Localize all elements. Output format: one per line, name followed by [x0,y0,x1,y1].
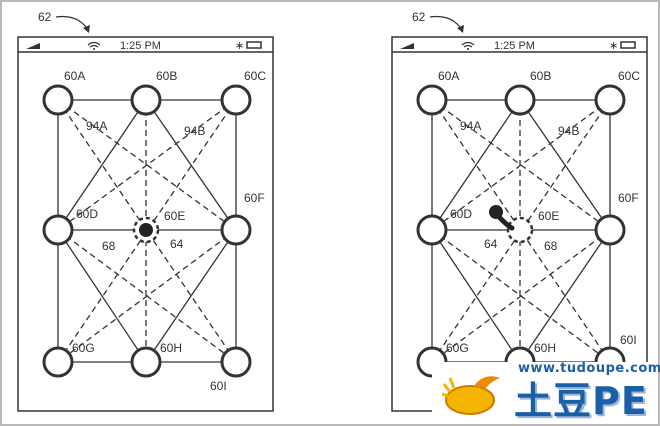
watermark-url: www.tudoupe.com [518,361,660,376]
watermark-brand: 土豆PE [514,379,648,423]
node-60a [416,84,448,116]
path-label-94b: 94B [558,124,579,138]
wifi-dot [93,48,95,50]
label-64: 64 [170,237,184,251]
node-60f [220,214,252,246]
node-label: 60I [620,333,637,347]
touch-node-60e [506,216,534,244]
solid-path-line [145,99,237,231]
figure-ref-label: 62 [412,10,426,24]
solid-path-line [431,229,521,363]
node-label: 60F [244,191,265,205]
finger-icon [497,215,515,231]
solid-path-line [519,229,611,363]
dashed-path-line [57,99,237,363]
label-68: 68 [544,239,558,253]
node-60d [42,214,74,246]
node-label: 60F [618,191,639,205]
path-label-94a: 94A [86,119,107,133]
node-60g [42,346,74,378]
node-label: 60B [530,69,551,83]
node-label: 60I [210,379,227,393]
node-label: 60G [446,341,469,355]
solid-path-line [519,99,611,231]
solid-path-line [431,99,521,231]
node-label: 60C [244,69,266,83]
node-60b [130,84,162,116]
dashed-path-line [431,229,611,363]
node-60b [504,84,536,116]
solid-path-line [57,229,147,363]
node-label: 60D [76,207,98,221]
solid-path-line [145,229,237,363]
dashed-path-line [431,99,611,231]
bluetooth-icon: ∗ [235,40,244,52]
path-label-94b: 94B [184,124,205,138]
node-label: 60A [64,69,85,83]
node-60h [130,346,162,378]
finger-tip-icon [489,205,503,219]
battery-icon [620,41,636,49]
node-label: 60D [450,207,472,221]
arrowhead [83,25,90,33]
arrowhead [457,25,464,33]
status-time: 1:25 PM [494,40,535,52]
dashed-path-line [57,99,237,231]
solid-path-line [57,99,147,231]
wifi-icon [461,41,475,48]
dashed-path-line [57,229,237,363]
node-label: 60B [156,69,177,83]
signal-icon [400,43,414,49]
node-label: 60C [618,69,640,83]
touch-point [139,223,153,237]
node-60i [220,346,252,378]
node-60a [42,84,74,116]
bluetooth-icon: ∗ [609,40,618,52]
wifi-dot [467,48,469,50]
label-64: 64 [484,237,498,251]
node-label: 60A [438,69,459,83]
wifi-icon [87,41,101,48]
status-time: 1:25 PM [120,40,161,52]
signal-icon [26,43,40,49]
node-label: 60E [164,209,185,223]
node-label: 60E [538,209,559,223]
node-label: 60H [534,341,556,355]
potato-logo-icon [441,376,500,415]
right-panel: 1:25 PM ∗ 60A 60B 60C 60D 60E 60F 60G 60H 60I 94A 94… [391,10,648,412]
dashed-path-line [57,99,237,363]
node-60f [594,214,626,246]
figure-ref-label: 62 [38,10,52,24]
watermark: www.tudoupe.com 土豆PE [432,361,660,424]
node-label: 60G [72,341,95,355]
phone-frame [17,36,274,412]
node-60c [220,84,252,116]
node-label: 60H [160,341,182,355]
node-60c [594,84,626,116]
battery-icon [246,41,262,49]
dashed-path-line [431,99,611,363]
path-label-94a: 94A [460,119,481,133]
left-panel: 1:25 PM ∗ 60A 60B 60C 60D 60E 60F 60G 60H 60I 94A 94… [17,10,274,412]
label-68: 68 [102,239,116,253]
dashed-path-line [431,99,611,363]
node-60d [416,214,448,246]
